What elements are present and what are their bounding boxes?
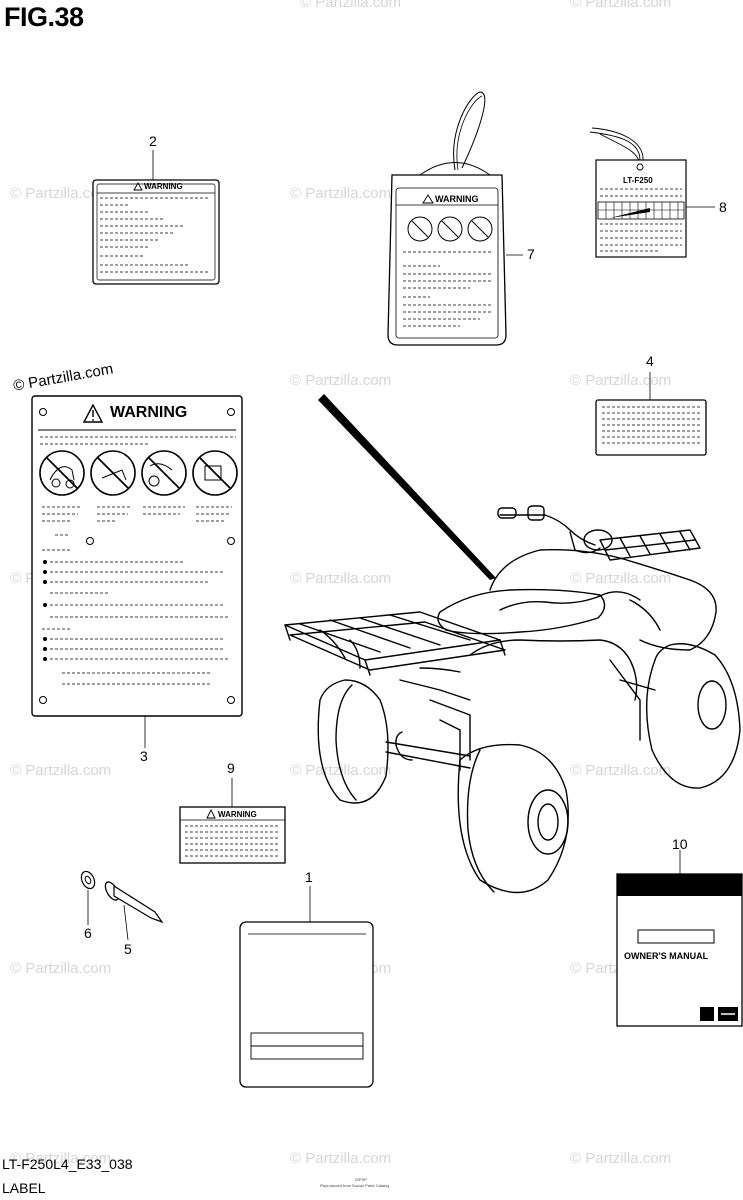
watermark: © Partzilla.com xyxy=(290,1150,392,1167)
watermark: © Partzilla.com xyxy=(570,1150,672,1167)
manual-title-text: OWNER'S MANUAL xyxy=(624,951,709,961)
label-2-warning-text: WARNING xyxy=(144,182,183,191)
watermark: © Partzilla.com xyxy=(290,372,392,389)
figure-title: FIG.38 xyxy=(4,2,84,32)
label-7-warning-text: WARNING xyxy=(435,194,479,204)
callout-5: 5 xyxy=(124,941,132,957)
watermark: © Partzilla.com xyxy=(570,570,672,587)
callout-2: 2 xyxy=(149,133,157,149)
watermark: © Partzilla.com xyxy=(10,960,112,977)
rivet-5 xyxy=(104,881,164,941)
watermark: © Partzilla.com xyxy=(10,1150,112,1167)
label-7 xyxy=(387,91,523,346)
pointer-wedge xyxy=(318,394,496,580)
fine-print-1: ISPSP xyxy=(355,1177,367,1182)
label-3-warning-text: WARNING xyxy=(110,404,188,421)
label-9 xyxy=(179,778,286,864)
watermark: © Partzilla.com xyxy=(290,185,392,202)
watermark: © Partzilla.com xyxy=(10,762,112,779)
watermark: © Partzilla.com xyxy=(570,372,672,389)
watermark: © Partzilla.com xyxy=(290,570,392,587)
callout-8: 8 xyxy=(719,199,727,215)
fine-print-2: Reproduced from Suzuki Parts Catalog xyxy=(320,1183,390,1188)
label-3 xyxy=(31,395,243,748)
label-9-warning-text: WARNING xyxy=(218,810,257,819)
callout-10: 10 xyxy=(672,836,688,852)
callout-1: 1 xyxy=(305,869,313,885)
callout-6: 6 xyxy=(84,925,92,941)
figure-code: LT-F250L4_E33_038 xyxy=(2,1156,133,1172)
figure-subtitle: LABEL xyxy=(2,1180,46,1196)
label-4 xyxy=(595,372,707,456)
callout-7: 7 xyxy=(527,246,535,262)
label-8-model-text: LT-F250 xyxy=(623,176,653,185)
callout-3: 3 xyxy=(140,748,148,764)
label-8 xyxy=(589,127,715,258)
callout-4: 4 xyxy=(646,353,654,369)
label-1 xyxy=(239,886,374,1088)
watermark: © Partzilla.com xyxy=(10,185,112,202)
label-2 xyxy=(92,150,220,285)
callout-9: 9 xyxy=(227,760,235,776)
watermark: © Partzilla.com xyxy=(300,0,402,11)
watermark: © Partzilla.com xyxy=(570,0,672,11)
washer-6 xyxy=(80,870,96,925)
atv-illustration xyxy=(284,505,741,894)
watermark: © Partzilla.com xyxy=(570,762,672,779)
owners-manual-10 xyxy=(616,850,743,1027)
